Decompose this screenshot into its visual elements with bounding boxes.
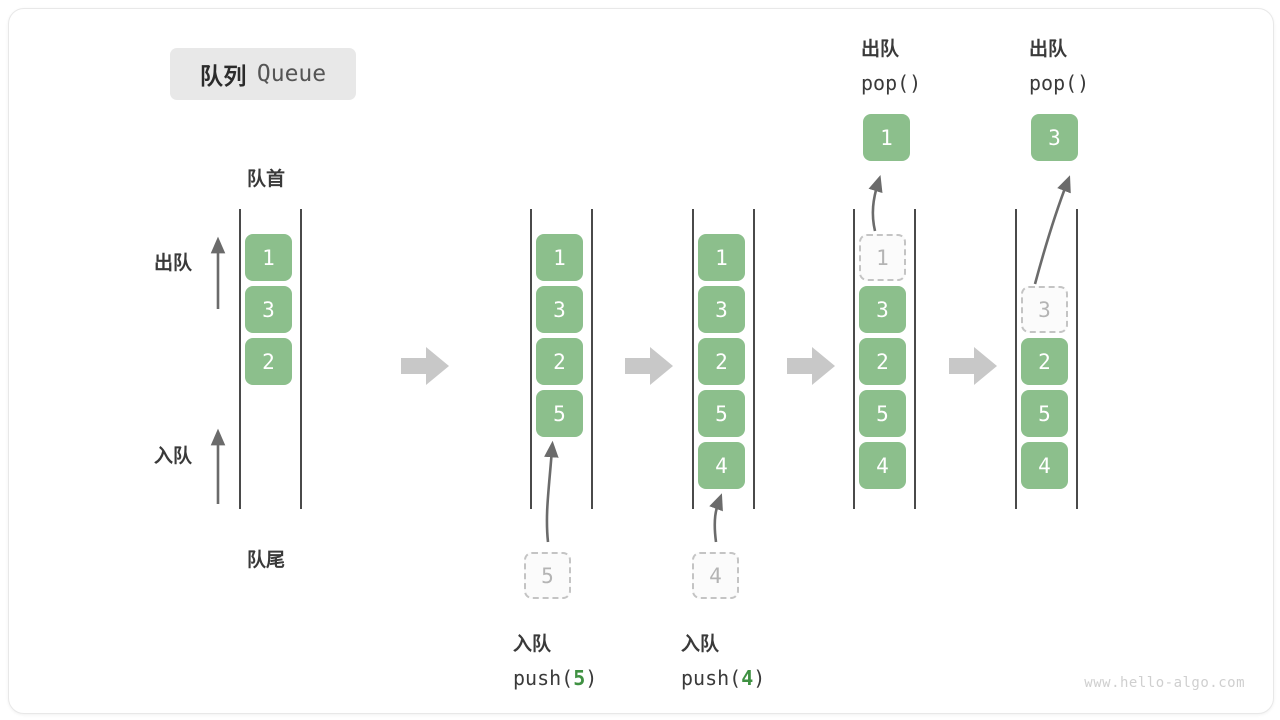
title-badge: 队列 Queue	[170, 48, 356, 100]
queue-cell-removed: 1	[859, 234, 906, 281]
flow-arrow	[787, 347, 835, 385]
queue-cell-removed: 3	[1021, 286, 1068, 333]
queue-cell: 2	[245, 338, 292, 385]
label-dequeue: 出队	[154, 252, 193, 274]
popped-cell: 3	[1031, 114, 1078, 161]
queue-cell: 2	[1021, 338, 1068, 385]
push-arrow-5	[544, 440, 559, 543]
flow-arrow	[625, 347, 673, 385]
queue-rail-right-1	[300, 209, 302, 509]
op-label-cn: 入队	[513, 633, 552, 655]
staging-cell: 5	[524, 552, 571, 599]
queue-rail-right-3	[753, 209, 755, 509]
op-code: push(4)	[681, 666, 765, 690]
op-label-cn: 出队	[1029, 38, 1068, 60]
pop-arrow-3	[1033, 175, 1071, 285]
queue-cell: 5	[536, 390, 583, 437]
queue-cell: 5	[859, 390, 906, 437]
queue-rail-left-4	[853, 209, 855, 509]
queue-cell: 3	[245, 286, 292, 333]
pop-arrow-1	[868, 175, 883, 232]
queue-cell: 5	[1021, 390, 1068, 437]
queue-cell: 1	[245, 234, 292, 281]
queue-cell: 1	[536, 234, 583, 281]
queue-cell: 2	[698, 338, 745, 385]
op-code-arg: 4	[741, 666, 754, 690]
queue-rail-right-2	[591, 209, 593, 509]
op-label-cn: 出队	[861, 38, 900, 60]
op-label-cn: 入队	[681, 633, 720, 655]
queue-rail-right-5	[1076, 209, 1078, 509]
op-code-pre: push(	[513, 666, 574, 690]
queue-rail-left-3	[692, 209, 694, 509]
op-code: push(5)	[513, 666, 597, 690]
queue-cell: 3	[859, 286, 906, 333]
popped-cell: 1	[863, 114, 910, 161]
op-code: pop()	[1029, 71, 1090, 95]
diagram-canvas: 队列 Queue 队首 队尾 出队 入队 1 3 2 1 3 2 5 5 入队 …	[8, 8, 1274, 714]
flow-arrow	[949, 347, 997, 385]
queue-cell: 3	[536, 286, 583, 333]
op-code-post: )	[753, 666, 766, 690]
op-code-arg: 5	[573, 666, 586, 690]
queue-cell: 4	[859, 442, 906, 489]
flow-arrow	[401, 347, 449, 385]
queue-cell: 2	[859, 338, 906, 385]
title-chinese: 队列	[199, 64, 247, 90]
queue-cell: 2	[536, 338, 583, 385]
op-code-pre: push(	[681, 666, 742, 690]
queue-rail-left-2	[530, 209, 532, 509]
staging-cell: 4	[692, 552, 739, 599]
queue-cell: 5	[698, 390, 745, 437]
op-code: pop()	[861, 71, 922, 95]
label-tail: 队尾	[247, 549, 286, 571]
arrow-overlay	[210, 175, 1071, 543]
label-head: 队首	[247, 168, 286, 190]
queue-rail-left-1	[239, 209, 241, 509]
title-english: Queue	[256, 61, 327, 87]
queue-cell: 4	[1021, 442, 1068, 489]
queue-cell: 3	[698, 286, 745, 333]
push-arrow-4	[709, 493, 723, 543]
queue-rail-left-5	[1015, 209, 1017, 509]
queue-cell: 4	[698, 442, 745, 489]
queue-rail-right-4	[914, 209, 916, 509]
watermark: www.hello-algo.com	[1084, 675, 1245, 691]
label-enqueue: 入队	[154, 445, 193, 467]
op-code-post: )	[585, 666, 598, 690]
queue-cell: 1	[698, 234, 745, 281]
